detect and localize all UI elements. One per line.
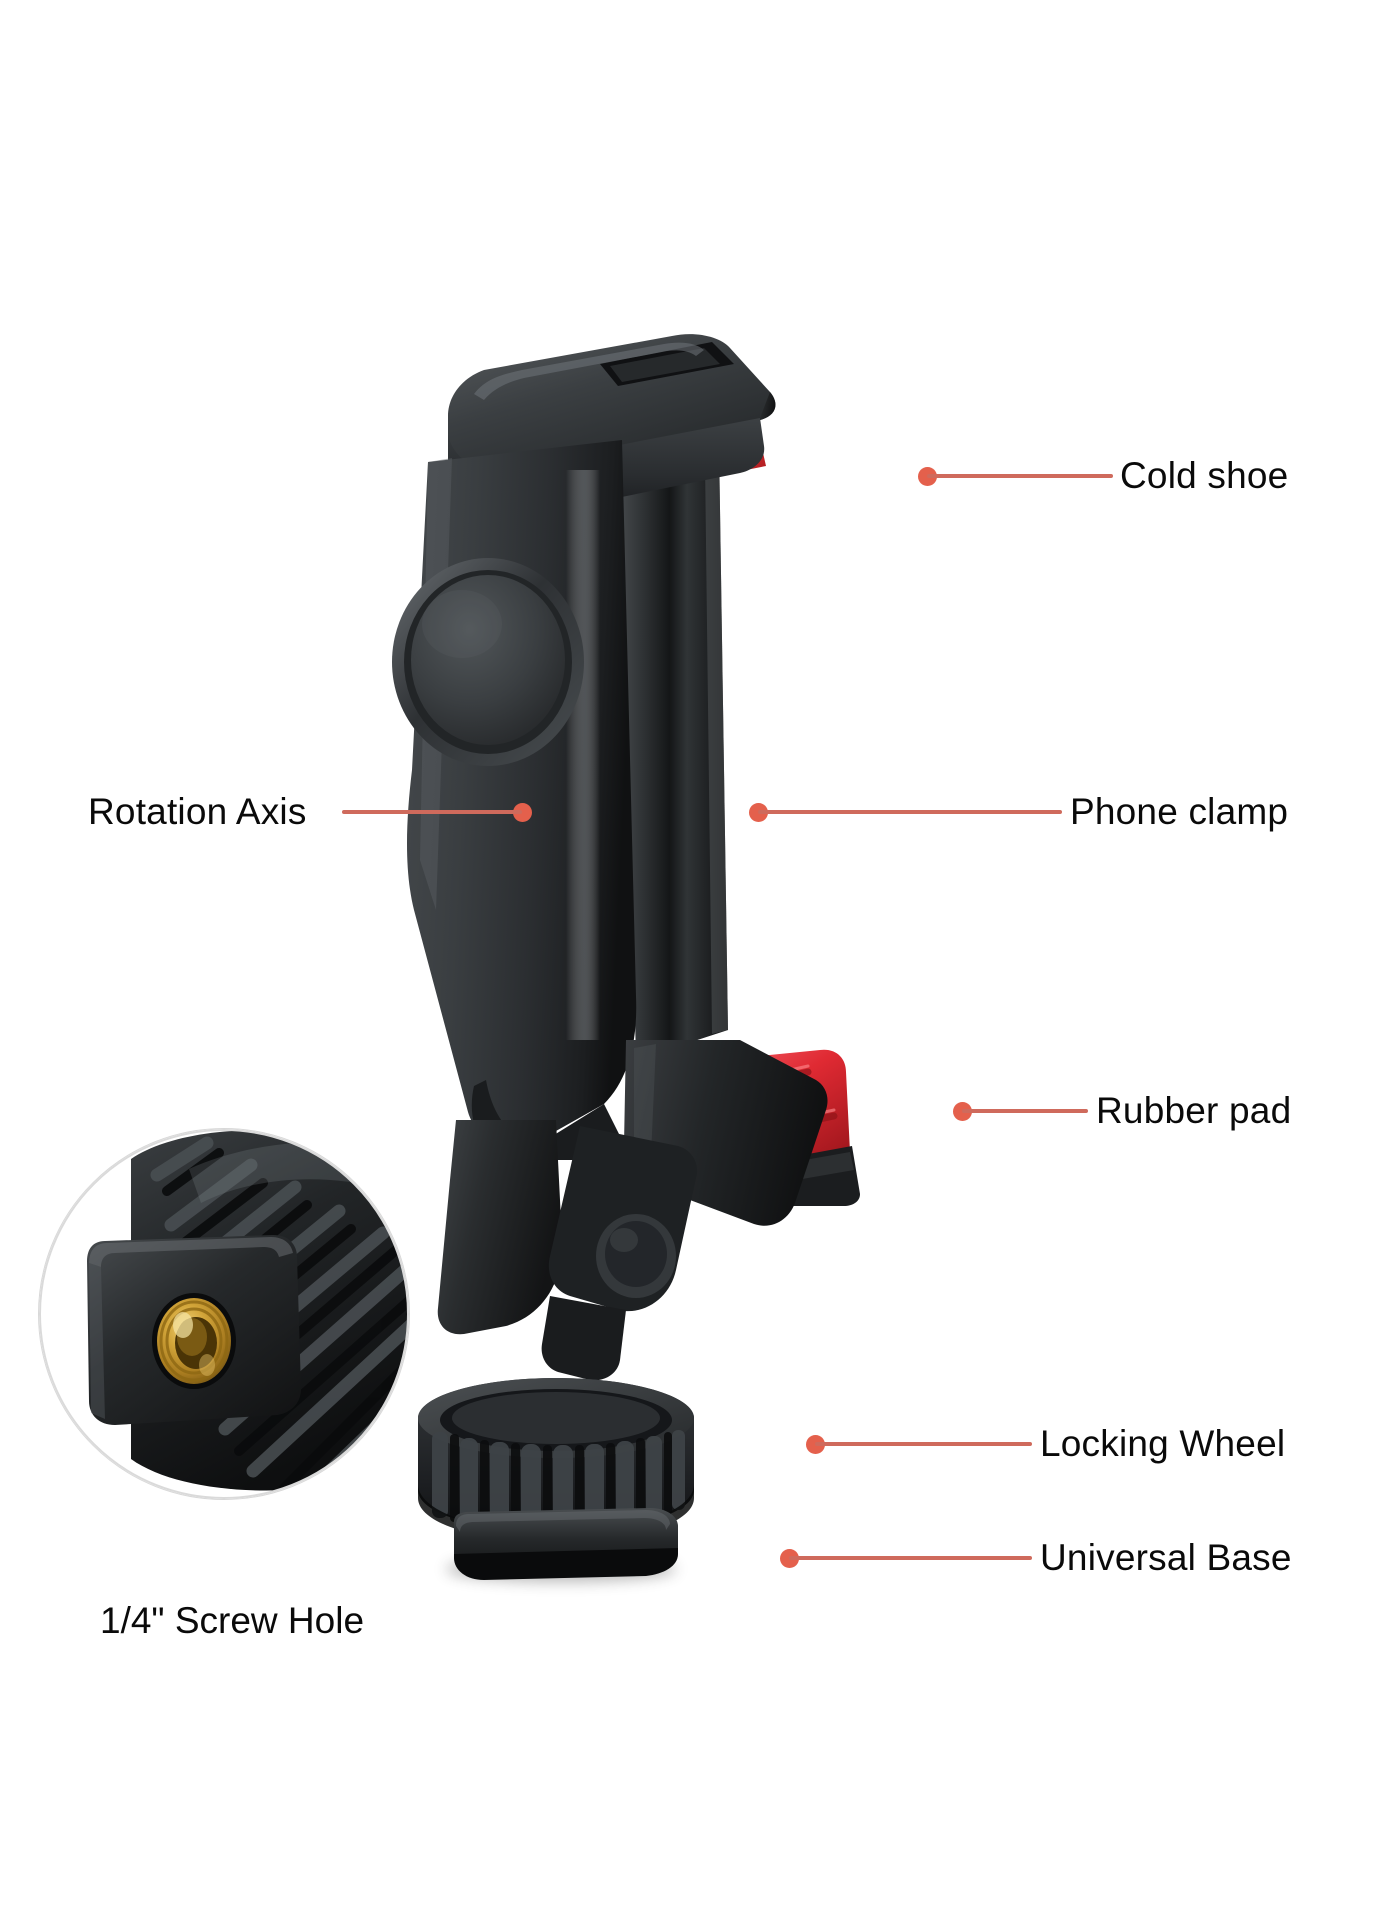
callout-label-cold-shoe: Cold shoe (1120, 455, 1289, 496)
cold-shoe-leader-line (927, 474, 1113, 478)
screw-hole-inset-art (39, 1129, 409, 1499)
callout-label-locking-wheel: Locking Wheel (1040, 1423, 1286, 1464)
callout-label-phone-clamp: Phone clamp (1070, 791, 1289, 832)
callout-label-universal-base: Universal Base (1040, 1537, 1292, 1578)
screw-hole-caption: 1/4" Screw Hole (100, 1600, 365, 1641)
universal-base-plate (453, 1508, 678, 1580)
clamp-rear-rail (620, 378, 728, 1060)
callout-label-rubber-pad: Rubber pad (1096, 1090, 1292, 1131)
pivot-arm (437, 1120, 698, 1381)
rotation-axis-leader-dot (513, 803, 532, 822)
rotation-axis-leader-line (342, 810, 522, 814)
screw-hole-inset (38, 1128, 410, 1500)
universal-base-leader-line (789, 1556, 1032, 1560)
rotation-axis-disc (392, 558, 584, 766)
locking-wheel-leader-line (815, 1442, 1032, 1446)
phone-clamp-leader-line (758, 810, 1062, 814)
callout-label-rotation-axis: Rotation Axis (88, 791, 307, 832)
rubber-pad-leader-line (962, 1109, 1088, 1113)
